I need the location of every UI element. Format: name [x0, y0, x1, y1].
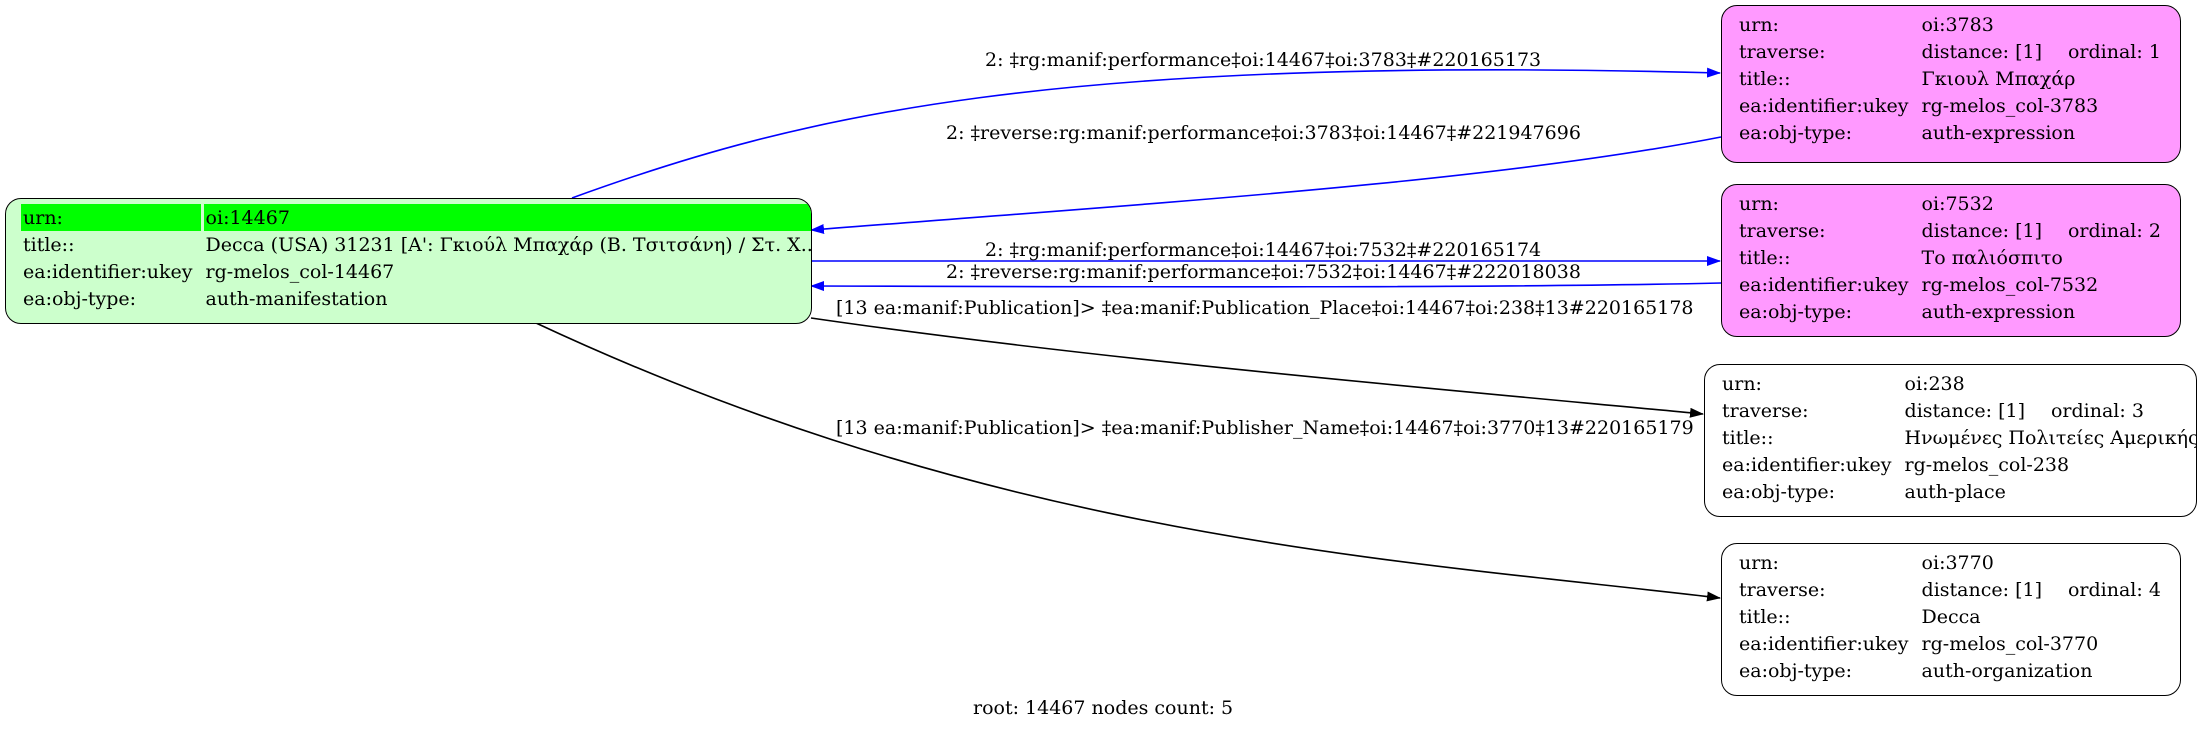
- value-ukey: rg-melos_col-3783: [1921, 94, 2099, 117]
- node-oi-238[interactable]: urn: oi:238 traverse: distance: [1] ordinal…: [1704, 364, 2197, 517]
- value-urn: oi:3770: [1921, 551, 1994, 574]
- node-table: urn: oi:238 traverse: distance: [1] ordinal…: [1717, 370, 2197, 505]
- root-key-urn: urn:: [21, 204, 201, 231]
- key-urn: urn:: [1739, 551, 1779, 574]
- root-node[interactable]: urn: oi:14467 title:: Decca (USA) 31231 …: [5, 198, 812, 324]
- node-oi-3770[interactable]: urn: oi:3770 traverse: distance: [1] ordina…: [1721, 543, 2181, 696]
- key-objtype: ea:obj-type:: [1739, 121, 1853, 144]
- graph-footer: root: 14467 nodes count: 5: [973, 697, 1234, 719]
- root-row-urn: urn: oi:14467: [21, 204, 811, 231]
- node-table: urn: oi:3783 traverse: distance: [1] ordina…: [1734, 11, 2166, 146]
- node-oi-3783[interactable]: urn: oi:3783 traverse: distance: [1] ordina…: [1721, 5, 2181, 163]
- value-urn: oi:7532: [1921, 192, 1994, 215]
- edge-label-5: [13 ea:manif:Publication]> ‡ea:manif:Pub…: [836, 297, 1694, 319]
- value-distance: distance: [1]: [1904, 399, 2025, 422]
- root-value-objtype: auth-manifestation: [205, 287, 388, 310]
- value-ordinal: ordinal: 3: [2050, 399, 2144, 422]
- node-oi-7532[interactable]: urn: oi:7532 traverse: distance: [1] ordina…: [1721, 184, 2181, 337]
- value-ukey: rg-melos_col-3770: [1921, 632, 2099, 655]
- key-ukey: ea:identifier:ukey: [1739, 94, 1909, 117]
- edge-label-4: 2: ‡reverse:rg:manif:performance‡oi:7532…: [946, 261, 1581, 283]
- key-objtype: ea:obj-type:: [1739, 300, 1853, 323]
- edge-line-1: [571, 67, 1721, 199]
- key-traverse: traverse:: [1722, 399, 1809, 422]
- key-objtype: ea:obj-type:: [1722, 480, 1836, 503]
- value-title: Το παλιόσπιτο: [1921, 246, 2063, 269]
- value-urn: oi:238: [1904, 372, 1965, 395]
- edge-label-2: 2: ‡reverse:rg:manif:performance‡oi:3783…: [946, 122, 1581, 144]
- value-ordinal: ordinal: 1: [2067, 40, 2161, 63]
- root-value-ukey: rg-melos_col-14467: [205, 260, 395, 283]
- key-title: title::: [1739, 246, 1791, 269]
- key-ukey: ea:identifier:ukey: [1739, 632, 1909, 655]
- root-value-title: Decca (USA) 31231 [Α': Γκιούλ Μπαχάρ (Β.…: [205, 233, 812, 256]
- edge-line-5: [810, 317, 1704, 418]
- value-objtype: auth-expression: [1921, 300, 2076, 323]
- value-title: Ηνωμένες Πολιτείες Αμερικής: [1904, 426, 2197, 449]
- root-key-ukey: ea:identifier:ukey: [23, 260, 193, 283]
- edge-line-6: [535, 322, 1721, 602]
- value-distance: distance: [1]: [1921, 578, 2042, 601]
- root-key-title: title::: [23, 233, 75, 256]
- value-ordinal: ordinal: 4: [2067, 578, 2161, 601]
- key-traverse: traverse:: [1739, 40, 1826, 63]
- node-table: urn: oi:7532 traverse: distance: [1] ordina…: [1734, 190, 2166, 325]
- root-value-urn: oi:14467: [203, 204, 811, 231]
- edge-label-3: 2: ‡rg:manif:performance‡oi:14467‡oi:753…: [985, 239, 1542, 261]
- key-ukey: ea:identifier:ukey: [1739, 273, 1909, 296]
- key-ukey: ea:identifier:ukey: [1722, 453, 1892, 476]
- value-ukey: rg-melos_col-238: [1904, 453, 2070, 476]
- key-traverse: traverse:: [1739, 219, 1826, 242]
- root-row-objtype: ea:obj-type: auth-manifestation: [21, 285, 811, 312]
- value-urn: oi:3783: [1921, 13, 1994, 36]
- value-distance: distance: [1]: [1921, 219, 2042, 242]
- key-title: title::: [1739, 67, 1791, 90]
- root-node-table: urn: oi:14467 title:: Decca (USA) 31231 …: [18, 204, 812, 312]
- edge-label-1: 2: ‡rg:manif:performance‡oi:14467‡oi:378…: [985, 49, 1542, 71]
- value-ukey: rg-melos_col-7532: [1921, 273, 2099, 296]
- key-title: title::: [1722, 426, 1774, 449]
- value-title: Decca: [1921, 605, 1981, 628]
- edge-line-4: [810, 281, 1722, 292]
- value-objtype: auth-place: [1904, 480, 2006, 503]
- value-ordinal: ordinal: 2: [2067, 219, 2161, 242]
- key-urn: urn:: [1739, 13, 1779, 36]
- root-row-title: title:: Decca (USA) 31231 [Α': Γκιούλ Μπ…: [21, 231, 812, 258]
- value-objtype: auth-expression: [1921, 121, 2076, 144]
- value-distance: distance: [1]: [1921, 40, 2042, 63]
- edge-line-2: [810, 136, 1722, 234]
- key-urn: urn:: [1722, 372, 1762, 395]
- root-key-objtype: ea:obj-type:: [23, 287, 137, 310]
- key-urn: urn:: [1739, 192, 1779, 215]
- node-table: urn: oi:3770 traverse: distance: [1] ordina…: [1734, 549, 2166, 684]
- root-row-ukey: ea:identifier:ukey rg-melos_col-14467: [21, 258, 811, 285]
- value-title: Γκιουλ Μπαχάρ: [1921, 67, 2076, 90]
- key-objtype: ea:obj-type:: [1739, 659, 1853, 682]
- key-title: title::: [1739, 605, 1791, 628]
- edge-label-6: [13 ea:manif:Publication]> ‡ea:manif:Pub…: [836, 417, 1694, 439]
- key-traverse: traverse:: [1739, 578, 1826, 601]
- value-objtype: auth-organization: [1921, 659, 2093, 682]
